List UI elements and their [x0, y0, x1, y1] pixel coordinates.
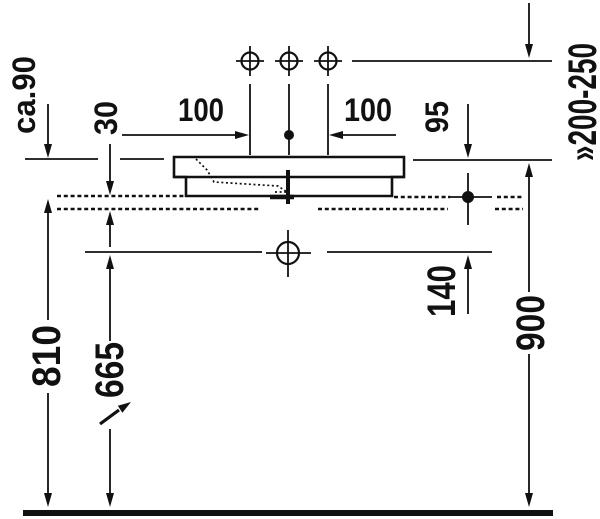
- arrow-down-icon: [106, 181, 114, 195]
- arrow-down-icon: [464, 144, 472, 158]
- arrow-up-icon: [464, 255, 472, 269]
- basin-section: [172, 155, 406, 204]
- arrow-up-icon: [525, 163, 533, 177]
- dim-ca90-label: ca.90: [6, 56, 42, 134]
- dimension-100-right: 100: [329, 92, 396, 139]
- dim-100l-label: 100: [178, 92, 224, 128]
- arrow-down-icon: [525, 44, 533, 58]
- dimension-810: 810: [25, 199, 69, 507]
- dim-900-label: 900: [509, 295, 553, 351]
- dim-810-label: 810: [25, 325, 69, 387]
- arrow-down-icon: [525, 493, 533, 507]
- dimension-95: 95: [419, 101, 472, 158]
- dimension-200-250: »200-250: [525, 3, 600, 161]
- dim-200250-label: »200-250: [561, 43, 600, 161]
- northeast-arrow-icon: [117, 402, 131, 413]
- arrow-left-icon: [329, 131, 343, 139]
- basin-inner-contour: [195, 158, 288, 193]
- arrow-down-icon: [44, 493, 52, 507]
- tap-holes: [236, 46, 342, 155]
- arrow-down-icon: [106, 493, 114, 507]
- dim-95-label: 95: [419, 101, 455, 133]
- reference-lines: [25, 60, 552, 253]
- dimension-ca90: ca.90: [6, 56, 52, 158]
- arrow-up-icon: [106, 255, 114, 269]
- dimension-140: 140: [420, 255, 472, 317]
- fixing-point: [448, 173, 492, 225]
- arrow-down-icon: [44, 144, 52, 158]
- northeast-arrow-shaft: [99, 408, 120, 426]
- arrow-up-icon: [106, 211, 114, 225]
- center-reference-dot: [284, 130, 294, 140]
- dimension-30: 30: [88, 101, 124, 247]
- dimension-900: 900: [509, 163, 553, 507]
- dimension-100-left: 100: [122, 92, 249, 139]
- dim-665-label: 665: [88, 342, 132, 398]
- counter-dashed-lines: [57, 194, 523, 211]
- dim-30-label: 30: [88, 101, 124, 135]
- drain-symbol: [266, 230, 311, 277]
- dimension-665: 665: [88, 255, 132, 507]
- arrow-up-icon: [44, 199, 52, 213]
- arrow-right-icon: [235, 131, 249, 139]
- dim-100r-label: 100: [344, 92, 392, 128]
- dim-140-label: 140: [420, 265, 464, 317]
- fixing-point-dot: [462, 191, 474, 203]
